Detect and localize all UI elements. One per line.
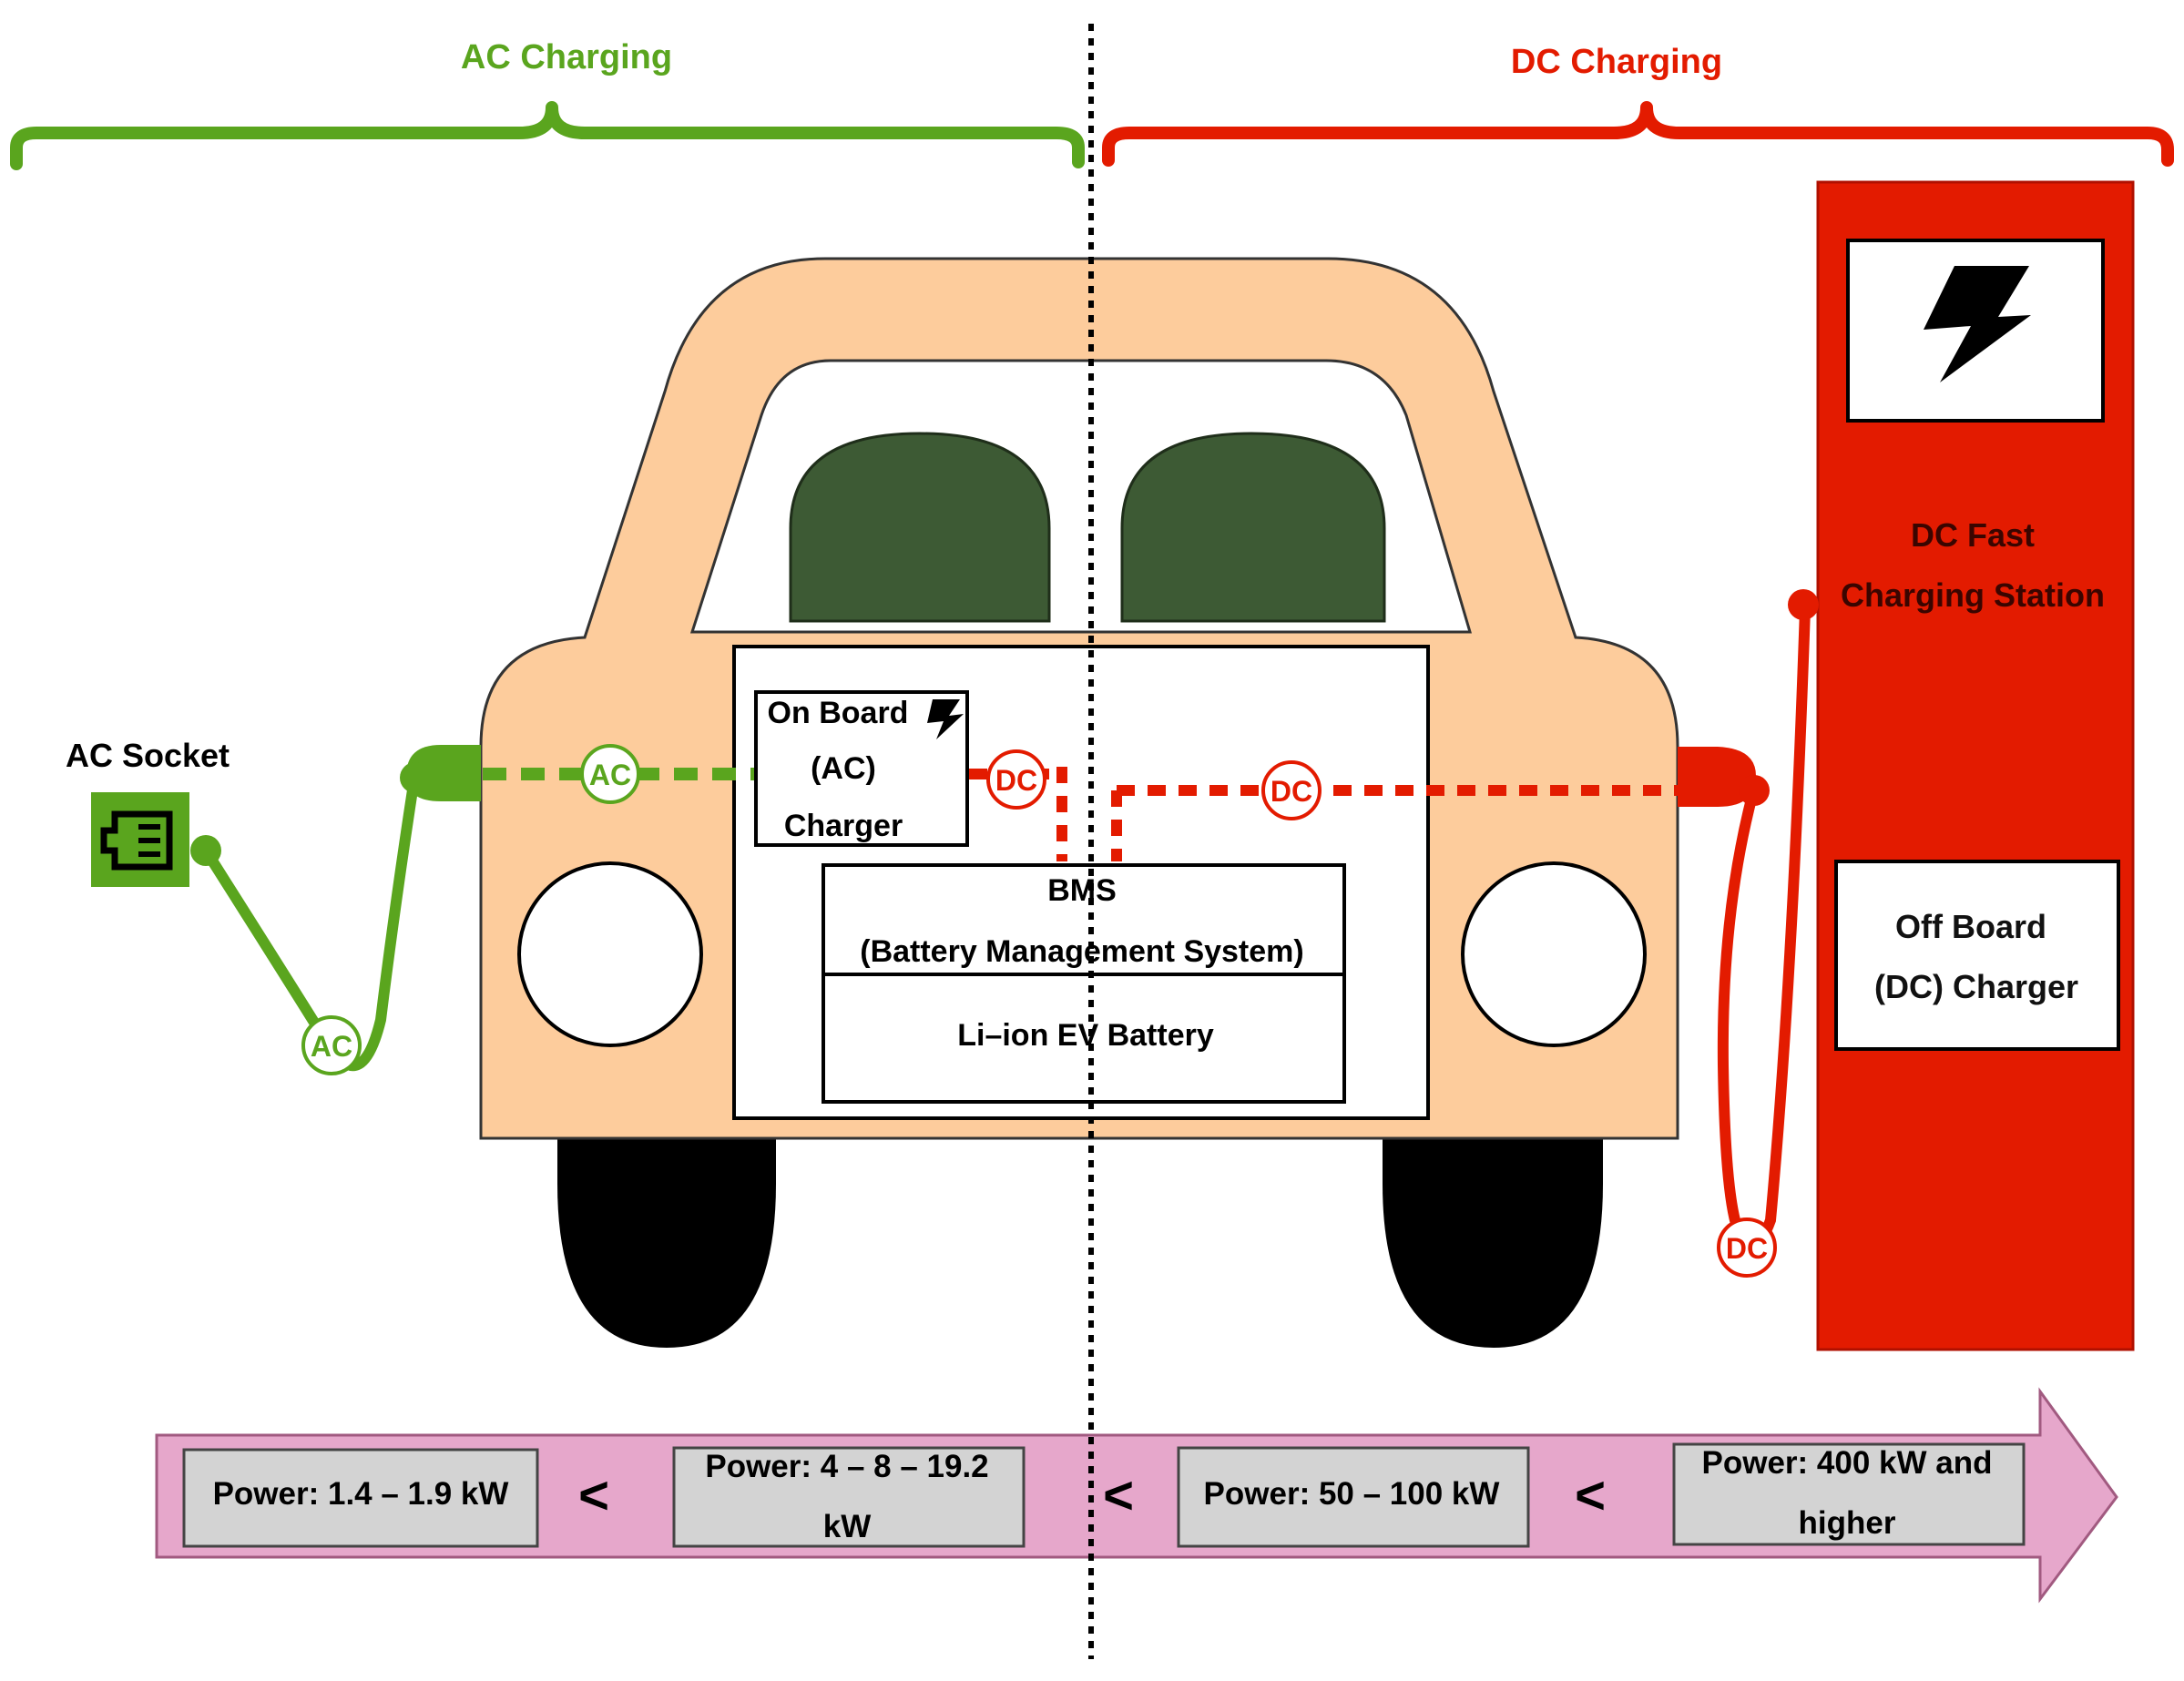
power-level-3: Power: 50 – 100 kW (1177, 1446, 1530, 1548)
svg-text:DC: DC (1726, 1232, 1768, 1265)
comparator-3: < (1575, 1466, 1606, 1525)
dc-marker-car: DC (1261, 760, 1322, 820)
comparator-1: < (578, 1466, 609, 1525)
ac-charging-brace (10, 101, 1085, 170)
offboard-label-line1: Off Board (1895, 908, 2046, 945)
dc-marker-onboard: DC (986, 749, 1046, 810)
lightning-bolt-icon (1924, 266, 2031, 382)
dc-charge-port (1678, 747, 1756, 807)
ac-socket-label: AC Socket (66, 737, 230, 774)
bms-box (822, 863, 1346, 976)
power-level-1-line1: Power: 1.4 – 1.9 kW (213, 1476, 509, 1512)
battery-box (822, 973, 1346, 1104)
ac-port-plug (400, 762, 431, 793)
ac-cable-plug (190, 835, 221, 866)
power-level-1: Power: 1.4 – 1.9 kW (182, 1448, 539, 1548)
power-scale-arrow (155, 1387, 2118, 1604)
dc-charging-title: DC Charging (1511, 43, 1722, 81)
onboard-label-line3: Charger (784, 809, 903, 843)
onboard-label-line2: (AC) (811, 751, 876, 786)
onboard-lightning-icon (927, 699, 964, 739)
right-tire (1383, 1120, 1603, 1348)
ac-marker-car: AC (580, 744, 640, 804)
station-label-line2: Charging Station (1841, 576, 2105, 614)
left-seat (789, 432, 1051, 623)
power-level-2: Power: 4 – 8 – 19.2 kW (672, 1446, 1026, 1548)
svg-text:DC: DC (995, 764, 1037, 797)
battery-label: Li–ion EV Battery (957, 1018, 1214, 1053)
bms-label-line1: BMS (1047, 873, 1117, 908)
station-label-line1: DC Fast (1911, 516, 2035, 554)
socket-icon (100, 810, 173, 871)
svg-text:AC: AC (311, 1030, 352, 1063)
dc-port-plug (1739, 775, 1770, 806)
power-level-4-line1: Power: 400 kW and (1702, 1445, 1993, 1481)
power-level-4-line2: higher (1799, 1505, 1896, 1541)
ac-marker-cable: AC (301, 1015, 362, 1075)
power-level-3-line1: Power: 50 – 100 kW (1204, 1476, 1500, 1512)
offboard-label-line2: (DC) Charger (1874, 968, 2078, 1005)
dc-cable (1717, 603, 1811, 1249)
ac-charging-title: AC Charging (461, 38, 672, 76)
dc-marker-cable: DC (1717, 1217, 1777, 1278)
ac-cable (200, 767, 421, 1072)
power-level-2-line2: kW (823, 1509, 872, 1544)
svg-text:AC: AC (589, 759, 631, 791)
power-level-4: Power: 400 kW and higher (1672, 1442, 2026, 1546)
dc-station-plug (1788, 589, 1819, 620)
svg-text:DC: DC (1271, 775, 1312, 808)
offboard-charger-box (1834, 860, 2120, 1051)
right-seat (1120, 432, 1386, 623)
power-level-2-line1: Power: 4 – 8 – 19.2 (705, 1449, 988, 1484)
right-headlight (1461, 861, 1647, 1047)
bms-label-line2: (Battery Management System) (860, 934, 1303, 969)
comparator-2: < (1103, 1466, 1134, 1525)
left-headlight (517, 861, 703, 1047)
left-tire (557, 1120, 776, 1348)
onboard-label-line1: On Board (768, 696, 909, 730)
dc-charging-brace (1102, 101, 2174, 167)
